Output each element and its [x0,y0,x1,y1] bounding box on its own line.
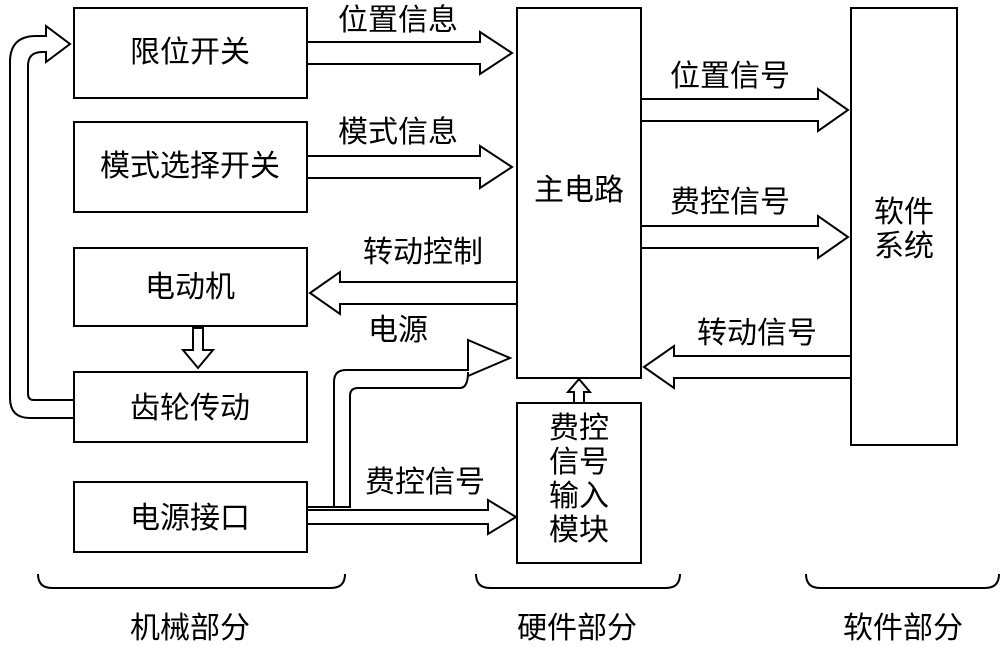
software-system-line-2: 系统 [874,229,934,264]
fee-input-module-box [516,402,642,564]
motor-to-gear-arrow [180,327,216,370]
motor-label: 电动机 [145,270,235,305]
power-interface-box [73,481,308,553]
hardware-brace [475,573,681,589]
position-info-arrow [306,30,514,76]
rotation-control-label: 转动控制 [363,235,483,270]
mechanical-brace [37,573,346,589]
limit-switch-label: 限位开关 [130,35,250,70]
power-label: 电源 [368,313,428,348]
fee-signal-in-arrow [306,498,518,536]
mode-info-label: 模式信息 [338,115,458,150]
position-info-label: 位置信息 [338,3,458,38]
position-signal-arrow [640,87,850,133]
gear-to-limit-feedback-arrow [9,24,75,419]
fee-input-module-line-3: 输入 [549,479,609,514]
main-circuit-box [516,7,642,379]
motor-box [73,247,308,327]
software-system-box [850,7,958,446]
software-system-line-1: 软件 [874,195,934,230]
rotation-control-arrow [308,270,518,316]
fee-signal-out-label: 费控信号 [670,185,790,220]
fee-input-module-line-1: 费控 [549,411,609,446]
power-arrow [307,338,513,508]
limit-switch-box [73,7,308,99]
mode-switch-box [73,121,308,213]
power-interface-label: 电源接口 [130,501,250,536]
fee-module-to-main-arrow [565,377,593,404]
rotation-signal-label: 转动信号 [697,316,817,351]
gear-drive-box [73,371,308,443]
fee-input-module-line-4: 模块 [549,513,609,548]
fee-signal-in-label: 费控信号 [365,465,485,500]
fee-input-module-line-2: 信号 [549,445,609,480]
mode-info-arrow [306,144,514,190]
gear-drive-label: 齿轮传动 [130,391,250,426]
main-circuit-label: 主电路 [534,173,624,208]
software-brace [805,573,1000,589]
mechanical-section-label: 机械部分 [130,611,250,646]
fee-signal-out-arrow [640,214,850,260]
position-signal-label: 位置信号 [670,59,790,94]
hardware-section-label: 硬件部分 [517,611,637,646]
software-section-label: 软件部分 [843,611,963,646]
mode-switch-label: 模式选择开关 [100,149,280,184]
rotation-signal-arrow [642,344,852,390]
